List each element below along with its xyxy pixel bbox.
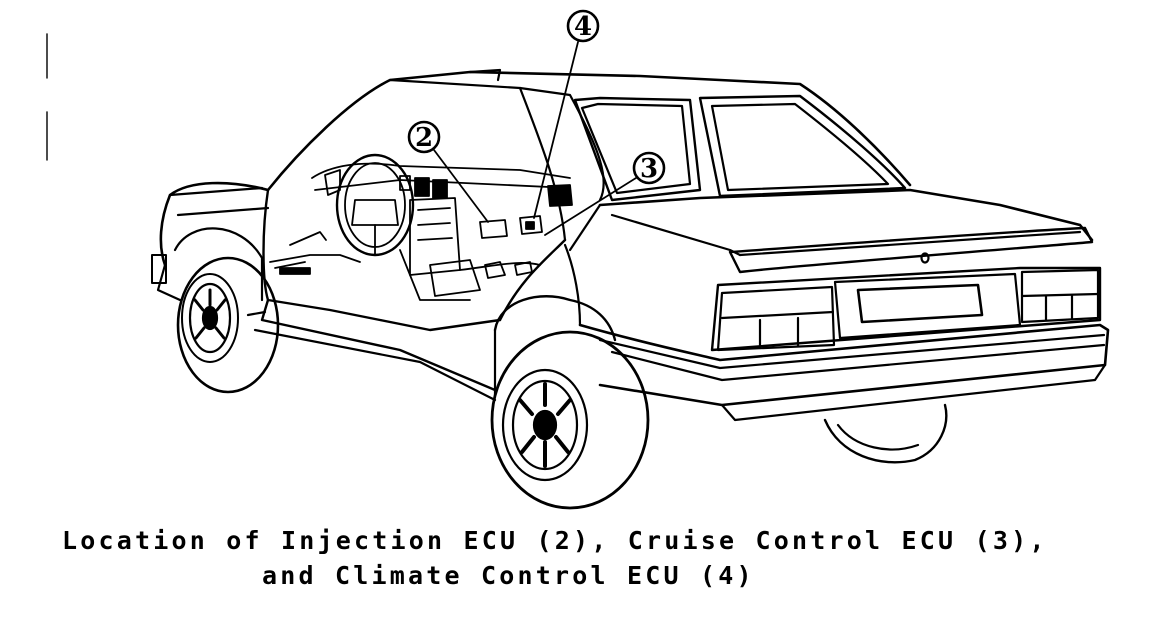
callout-4-label: 4 (574, 12, 592, 42)
callout-4 (533, 9, 600, 219)
front-wheel (176, 256, 280, 394)
caption-line-2: and Climate Control ECU (4) (262, 561, 755, 590)
car-body (151, 68, 1110, 422)
rear-wheel (490, 330, 650, 510)
tail-lights (716, 268, 1100, 352)
callout-2-label: 2 (415, 123, 433, 153)
far-rear-wheel (823, 403, 948, 464)
callout-3-label: 3 (640, 154, 658, 184)
caption-line-1: Location of Injection ECU (2), Cruise Co… (62, 526, 1048, 555)
car-interior (269, 153, 573, 301)
callout-2 (407, 120, 489, 223)
callout-3 (544, 151, 666, 236)
